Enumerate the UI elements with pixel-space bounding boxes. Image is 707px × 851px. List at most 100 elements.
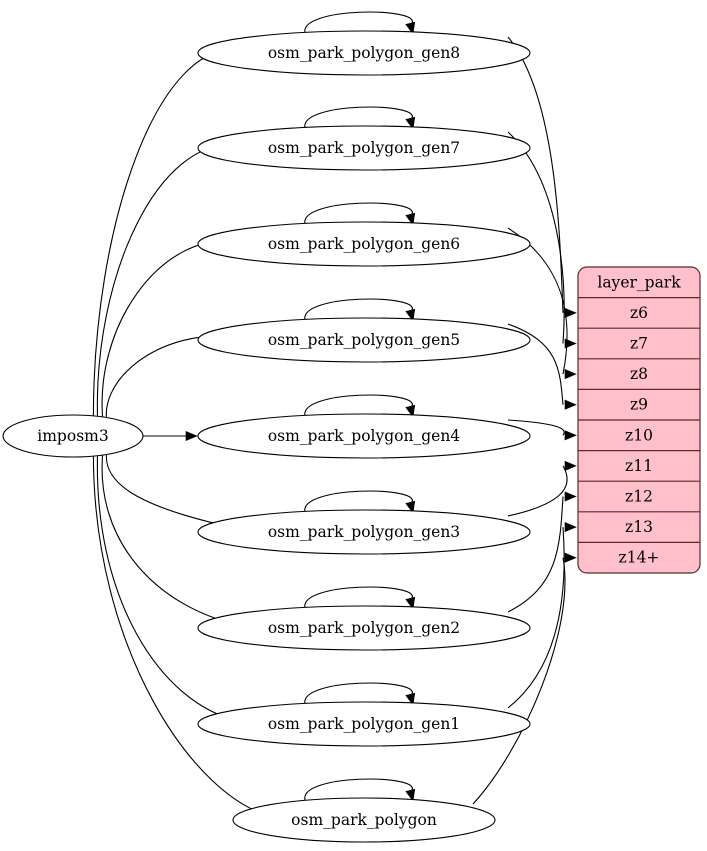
arrowhead-self-loop-gen1 [405, 692, 416, 706]
table-row-label-z12: z12 [625, 488, 653, 506]
arrowhead-gen7-to-z7 [564, 338, 577, 349]
self-loop-path-gen8 [304, 11, 413, 34]
arrowhead-self-loop-gen7 [405, 116, 416, 130]
node-ellipse-base[interactable] [232, 797, 496, 843]
node-gen6[interactable]: osm_park_polygon_gen6 [197, 202, 531, 267]
node-ellipse-gen4[interactable] [197, 413, 531, 459]
node-label-gen8: osm_park_polygon_gen8 [268, 44, 460, 62]
node-label-gen3: osm_park_polygon_gen3 [268, 523, 460, 541]
edge-base-to-z14+ [472, 557, 566, 805]
table-header-label: layer_park [597, 273, 681, 291]
edge-imposm3-to-gen3 [106, 443, 240, 530]
arrowhead-self-loop-gen6 [405, 212, 416, 226]
arrowhead-imposm3-to-gen4 [185, 430, 198, 442]
edge-imposm3-to-gen1 [96, 452, 240, 722]
self-loop-path-gen1 [304, 682, 413, 705]
table-row-label-z14+: z14+ [619, 549, 660, 567]
node-ellipse-gen7[interactable] [197, 125, 531, 171]
arrowhead-gen6-to-z8 [564, 369, 577, 380]
self-loop-gen4 [304, 394, 416, 418]
table-row-label-z11: z11 [625, 457, 653, 475]
edge-gen8-to-z6 [507, 36, 564, 313]
edge-imposm3-to-gen2 [101, 449, 240, 626]
table-row-z14+[interactable] [578, 542, 700, 573]
self-loop-gen7 [304, 106, 416, 130]
self-loop-path-gen2 [304, 586, 413, 609]
self-loop-gen1 [304, 682, 416, 706]
arrowhead-gen2-to-z12 [564, 491, 577, 502]
edge-gen5-to-z9 [507, 323, 564, 405]
node-ellipse-gen8[interactable] [197, 30, 531, 76]
arrowhead-gen1-to-z13 [564, 522, 577, 533]
arrowhead-gen4-to-z10 [564, 430, 577, 441]
table-row-z7[interactable] [578, 328, 700, 359]
table-row-z12[interactable] [578, 481, 700, 512]
table-row-z10[interactable] [578, 420, 700, 451]
arrowhead-self-loop-gen5 [405, 308, 416, 322]
node-imposm3[interactable]: imposm3 [2, 414, 144, 458]
table-row-label-z6: z6 [630, 304, 648, 322]
table-row-label-z13: z13 [625, 518, 653, 536]
table-row-z6[interactable] [578, 298, 700, 329]
node-ellipse-gen6[interactable] [197, 221, 531, 267]
edge-gen2-to-z12 [507, 496, 564, 613]
self-loop-path-base [304, 778, 413, 801]
nodes-group: osm_park_polygon_gen8 osm_park_polygon_ge… [2, 11, 531, 843]
node-gen5[interactable]: osm_park_polygon_gen5 [197, 298, 531, 363]
self-loop-gen2 [304, 586, 416, 610]
self-loop-gen8 [304, 11, 416, 35]
layer-park-table: layer_parkz6z7z8z9z10z11z12z13z14+ [577, 266, 701, 574]
node-gen8[interactable]: osm_park_polygon_gen8 [197, 11, 531, 76]
table-row-z8[interactable] [578, 359, 700, 390]
node-label-imposm3: imposm3 [37, 427, 108, 445]
node-gen4[interactable]: osm_park_polygon_gen4 [197, 394, 531, 459]
node-ellipse-gen1[interactable] [197, 701, 531, 747]
node-ellipse-gen5[interactable] [197, 317, 531, 363]
node-label-gen1: osm_park_polygon_gen1 [268, 715, 460, 733]
edge-gen3-to-z11 [507, 465, 568, 517]
node-label-gen2: osm_park_polygon_gen2 [268, 619, 460, 637]
table-row-z9[interactable] [578, 389, 700, 420]
node-label-gen5: osm_park_polygon_gen5 [268, 331, 460, 349]
arrowhead-self-loop-base [405, 788, 416, 802]
node-gen2[interactable]: osm_park_polygon_gen2 [197, 586, 531, 651]
edge-gen1-to-z13 [507, 527, 565, 709]
table-row-z11[interactable] [578, 451, 700, 482]
self-loop-path-gen4 [304, 394, 413, 417]
arrowhead-self-loop-gen4 [405, 404, 416, 418]
table-row-label-z10: z10 [625, 426, 653, 444]
self-loop-path-gen5 [304, 298, 413, 321]
node-label-gen6: osm_park_polygon_gen6 [268, 235, 460, 253]
node-ellipse-imposm3[interactable] [2, 414, 144, 458]
table-row-label-z8: z8 [630, 365, 648, 383]
self-loop-gen6 [304, 202, 416, 226]
node-ellipse-gen3[interactable] [197, 509, 531, 555]
node-ellipse-gen2[interactable] [197, 605, 531, 651]
table-row-label-z7: z7 [630, 335, 648, 353]
edge-gen4-to-z10 [507, 419, 565, 436]
self-loop-path-gen6 [304, 202, 413, 225]
self-loop-base [304, 778, 416, 802]
node-base[interactable]: osm_park_polygon [232, 778, 496, 843]
node-label-base: osm_park_polygon [291, 811, 437, 829]
arrowhead-gen5-to-z9 [564, 399, 577, 410]
edge-imposm3-to-gen7 [96, 144, 240, 420]
arrowhead-gen8-to-z6 [564, 307, 577, 318]
arrowhead-self-loop-gen3 [405, 500, 416, 514]
self-loop-gen5 [304, 298, 416, 322]
arrowhead-gen3-to-z11 [564, 460, 577, 471]
self-loop-path-gen7 [304, 106, 413, 129]
node-gen3[interactable]: osm_park_polygon_gen3 [197, 490, 531, 555]
node-gen1[interactable]: osm_park_polygon_gen1 [197, 682, 531, 747]
arrowhead-base-to-z14+ [564, 552, 577, 563]
node-label-gen4: osm_park_polygon_gen4 [268, 427, 460, 445]
arrowhead-self-loop-gen2 [405, 596, 416, 610]
node-gen7[interactable]: osm_park_polygon_gen7 [197, 106, 531, 171]
edge-imposm3-to-base [92, 453, 275, 818]
node-label-gen7: osm_park_polygon_gen7 [268, 139, 460, 157]
self-loop-gen3 [304, 490, 416, 514]
table-row-z13[interactable] [578, 512, 700, 543]
arrowhead-self-loop-gen8 [405, 21, 416, 35]
